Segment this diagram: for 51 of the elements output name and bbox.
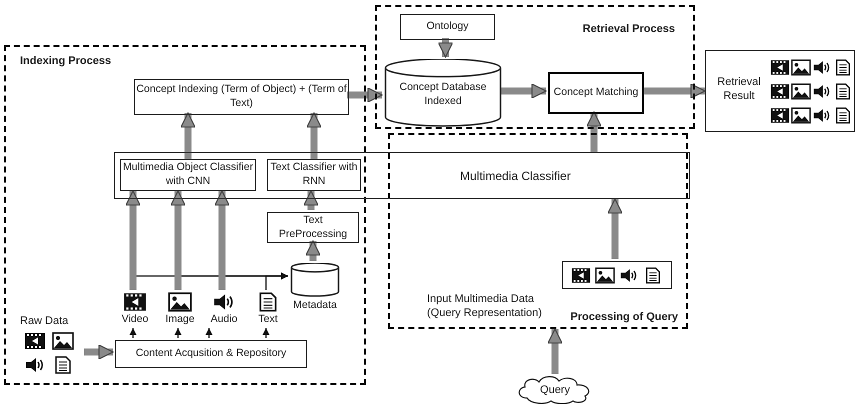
block-arrow: [214, 190, 230, 290]
box-label: Concept Indexing (Term of Object) + (Term of Text): [135, 83, 348, 111]
node-label: Text: [257, 313, 279, 327]
node-label: Metadata: [292, 299, 338, 313]
block-arrow: [306, 112, 322, 159]
box-label: Multimedia Classifier: [460, 169, 571, 185]
arrow: [206, 328, 212, 338]
result-panel: [705, 50, 855, 132]
block-arrow: [547, 328, 563, 374]
box-label: Multimedia Object Classifier with CNN: [122, 161, 254, 189]
arrow: [130, 328, 136, 338]
block-arrow: [438, 38, 454, 58]
block-arrow: [180, 112, 196, 159]
box-label: Retrieval Result: [716, 75, 762, 104]
group-title: Processing of Query: [570, 311, 678, 323]
block-arrow: [125, 190, 141, 290]
cylinder-label: Concept Database Indexed: [398, 81, 488, 108]
block-arrow: [607, 198, 623, 259]
process-box: [115, 340, 307, 368]
box-label: Content Acqusition & Repository: [136, 347, 286, 361]
process-box: [114, 152, 690, 199]
input-panel: [562, 261, 672, 289]
block-arrow: [305, 240, 321, 261]
dashed-group-box: [375, 5, 695, 129]
node-label: Video: [120, 313, 150, 327]
block-arrow: [303, 190, 319, 210]
box-label: Ontology: [426, 20, 469, 34]
node-label: Image: [164, 313, 196, 327]
group-title: Retrieval Process: [582, 23, 675, 35]
block-arrow: [586, 111, 602, 152]
dashed-group-box: [388, 133, 688, 329]
block-arrow: [170, 190, 186, 290]
cloud-label: Query: [539, 383, 571, 398]
node-label: Raw Data: [20, 314, 68, 328]
arrow: [262, 328, 270, 338]
node-label: Audio: [210, 313, 238, 327]
box-label: Text Classifier with RNN: [270, 161, 358, 189]
arrow: [174, 328, 182, 338]
block-arrow: [642, 83, 706, 99]
block-arrow: [500, 83, 547, 99]
block-arrow: [84, 344, 114, 360]
process-box: [548, 72, 644, 114]
dashed-group-box: [4, 45, 366, 385]
box-label: Text PreProcessing: [278, 214, 348, 242]
group-title: Indexing Process: [20, 55, 112, 67]
box-label: Concept Matching: [554, 86, 638, 100]
caption-text: Input Multimedia Data (Query Representation): [427, 292, 543, 321]
block-arrow: [347, 87, 383, 103]
process-box: [400, 14, 495, 40]
process-box: [267, 212, 359, 243]
arrow: [265, 272, 288, 290]
